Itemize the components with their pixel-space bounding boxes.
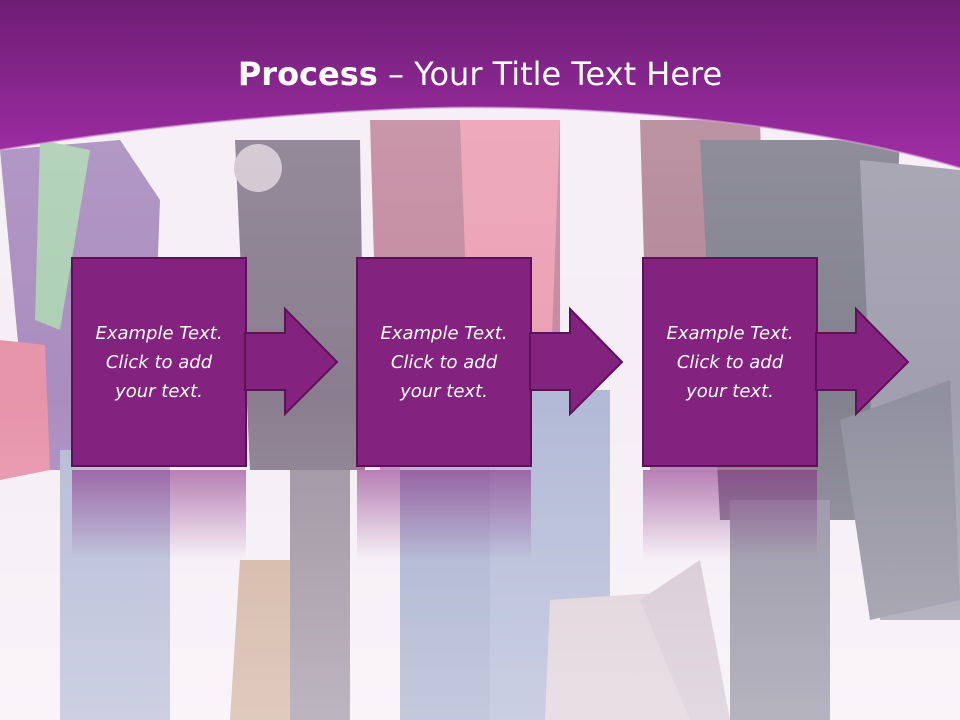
step-1-arrow [244,306,339,417]
step-3-shape[interactable] [642,257,910,467]
step-3-arrow [815,306,910,417]
step-1-text[interactable]: Example Text. Click to add your text. [72,258,246,466]
step-2-arrow [529,306,624,417]
step-3-label: Example Text. Click to add your text. [666,322,794,402]
step-2-label: Example Text. Click to add your text. [380,322,508,402]
step-2-shape[interactable] [356,257,624,467]
slide-title-bold: Process [237,55,378,93]
step-3-text[interactable]: Example Text. Click to add your text. [643,258,817,466]
slide-title[interactable]: Process – Your Title Text Here [0,52,960,96]
step-1-shape[interactable] [71,257,339,467]
step-1-label: Example Text. Click to add your text. [95,322,223,402]
slide-title-rest: – Your Title Text Here [377,55,723,93]
step-2-text[interactable]: Example Text. Click to add your text. [357,258,531,466]
